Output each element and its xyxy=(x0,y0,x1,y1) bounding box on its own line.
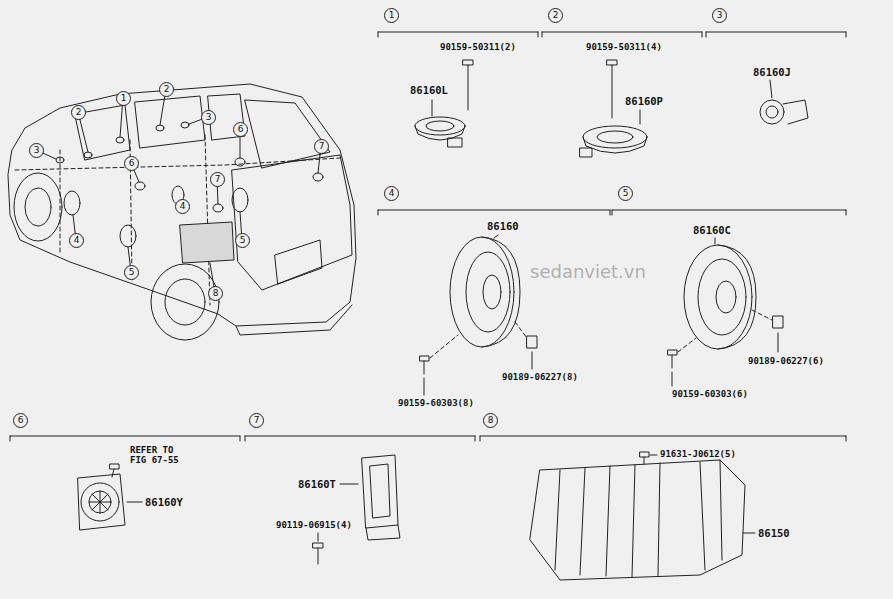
part-number: 90159-60303(6) xyxy=(672,389,748,399)
callout-circle: 4 xyxy=(175,199,190,214)
vehicle-outline xyxy=(8,84,356,340)
callout-number: 8 xyxy=(488,416,494,425)
callout-number: 2 xyxy=(76,108,82,117)
part-name: 86160T xyxy=(298,478,336,490)
part-name: 86160J xyxy=(753,66,791,78)
callout-number: 1 xyxy=(121,94,127,103)
callout-circle: 8 xyxy=(483,413,498,428)
callout-number: 3 xyxy=(34,146,40,155)
tweeter-86160Y xyxy=(78,464,142,530)
callout-circle: 5 xyxy=(618,186,633,201)
callout-circle: 1 xyxy=(384,8,399,23)
part-number: 91631-J0612(5) xyxy=(660,449,736,459)
callout-circle: 1 xyxy=(116,91,131,106)
part-number: 90159-60303(8) xyxy=(398,398,474,408)
callout-number: 8 xyxy=(213,289,219,298)
part-name: 86160 xyxy=(487,220,519,232)
callout-number: 4 xyxy=(389,189,395,198)
callout-circle: 5 xyxy=(235,233,250,248)
callout-circle: 4 xyxy=(384,186,399,201)
callout-circle: 2 xyxy=(71,105,86,120)
callout-number: 5 xyxy=(129,268,135,277)
callout-circle: 4 xyxy=(69,233,84,248)
watermark: sedanviet.vn xyxy=(530,262,646,283)
callout-circle: 6 xyxy=(233,122,248,137)
callout-number: 6 xyxy=(18,416,24,425)
callout-number: 6 xyxy=(238,125,244,134)
part-name: 86150 xyxy=(758,527,790,539)
callout-number: 7 xyxy=(319,142,325,151)
part-number: 90159-50311(4) xyxy=(586,42,662,52)
part-number: 90189-06227(6) xyxy=(748,356,824,366)
speaker-86160 xyxy=(420,235,537,395)
callout-circle: 3 xyxy=(201,110,216,125)
callout-circle: 7 xyxy=(210,172,225,187)
part-name: 86160Y xyxy=(145,496,183,508)
callout-circle: 3 xyxy=(29,143,44,158)
callout-number: 7 xyxy=(215,175,221,184)
callout-number: 2 xyxy=(164,85,170,94)
callout-circle: 3 xyxy=(712,8,727,23)
amplifier-bracket-86160T xyxy=(313,455,400,564)
part-number: 90159-50311(2) xyxy=(440,42,516,52)
callout-number: 2 xyxy=(553,11,559,20)
callout-number: 3 xyxy=(206,113,212,122)
callout-circle: 8 xyxy=(208,286,223,301)
callout-circle: 7 xyxy=(314,139,329,154)
callout-circle: 7 xyxy=(249,413,264,428)
callout-number: 5 xyxy=(623,189,629,198)
part-name: 86160P xyxy=(625,95,663,107)
callout-number: 1 xyxy=(389,11,395,20)
callout-circle: 6 xyxy=(124,156,139,171)
callout-number: 6 xyxy=(129,159,135,168)
part-number: 90119-06915(4) xyxy=(276,520,352,530)
callout-circle: 5 xyxy=(124,265,139,280)
speaker-86160L xyxy=(415,60,473,147)
callout-circle: 6 xyxy=(13,413,28,428)
part-number: 90189-06227(8) xyxy=(502,372,578,382)
speaker-86160P xyxy=(580,60,647,157)
part-name: 86160C xyxy=(693,224,731,236)
callout-number: 4 xyxy=(180,202,186,211)
callout-number: 5 xyxy=(240,236,246,245)
callout-circle: 2 xyxy=(548,8,563,23)
callout-circle: 2 xyxy=(159,82,174,97)
part-name: 86160L xyxy=(410,84,448,96)
callout-number: 7 xyxy=(254,416,260,425)
tweeter-86160J xyxy=(760,80,808,124)
amplifier-86150 xyxy=(530,452,755,580)
callout-number: 3 xyxy=(717,11,723,20)
callout-number: 4 xyxy=(74,236,80,245)
reference-note: REFER TO FIG 67-55 xyxy=(130,445,190,466)
